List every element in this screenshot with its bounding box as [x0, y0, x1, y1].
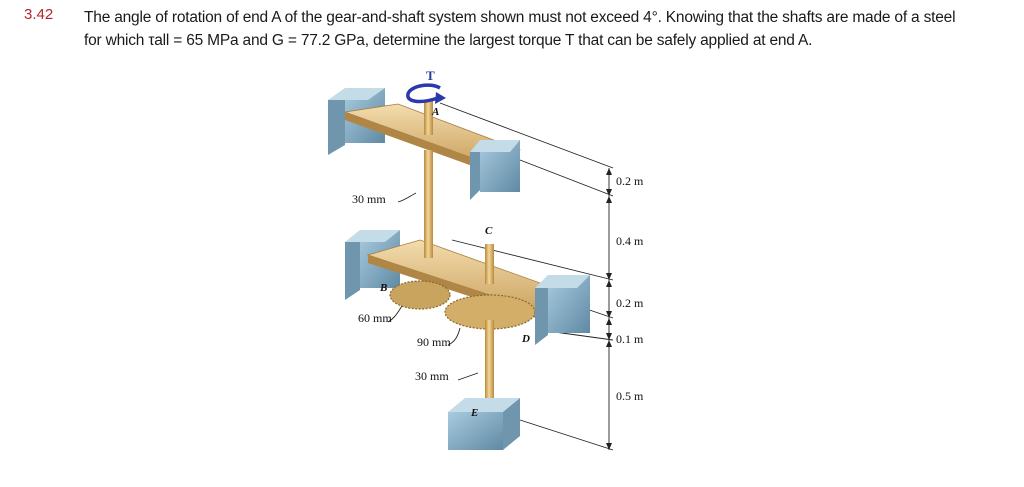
- support-block-middle-right: [535, 275, 590, 345]
- label-D: D: [521, 333, 530, 345]
- label-T: T: [426, 68, 435, 83]
- problem-statement: The angle of rotation of end A of the ge…: [84, 6, 984, 52]
- support-block-upper-right: [470, 140, 520, 200]
- label-diameter-upper-shaft: 30 mm: [352, 192, 386, 206]
- shaft-AB-lower: [424, 150, 433, 258]
- label-length-3: 0.2 m: [616, 296, 644, 310]
- gear-B: [389, 280, 451, 310]
- support-block-bottom-E: [448, 398, 520, 450]
- shaft-DE: [485, 320, 494, 420]
- label-length-1: 0.2 m: [616, 174, 644, 188]
- label-length-2: 0.4 m: [616, 234, 644, 248]
- label-A: A: [431, 106, 439, 118]
- label-diameter-gear-B: 60 mm: [358, 311, 392, 325]
- label-diameter-gear-D: 90 mm: [417, 335, 451, 349]
- shaft-C-stub: [485, 244, 494, 284]
- problem-statement-line-1: The angle of rotation of end A of the ge…: [84, 9, 956, 26]
- shaft-AB-upper: [424, 100, 433, 135]
- torque-arrow-icon: [406, 83, 446, 104]
- diameter-leaders: [387, 192, 479, 381]
- dimension-lines: [439, 102, 614, 451]
- label-C: C: [485, 225, 493, 237]
- label-B: B: [379, 282, 387, 294]
- label-diameter-lower-shaft: 30 mm: [415, 369, 449, 383]
- label-E: E: [470, 407, 478, 419]
- label-length-5: 0.5 m: [616, 389, 644, 403]
- problem-number: 3.42: [24, 6, 54, 23]
- problem-statement-line-2: for which τall = 65 MPa and G = 77.2 GPa…: [84, 32, 813, 49]
- label-length-4: 0.1 m: [616, 332, 644, 346]
